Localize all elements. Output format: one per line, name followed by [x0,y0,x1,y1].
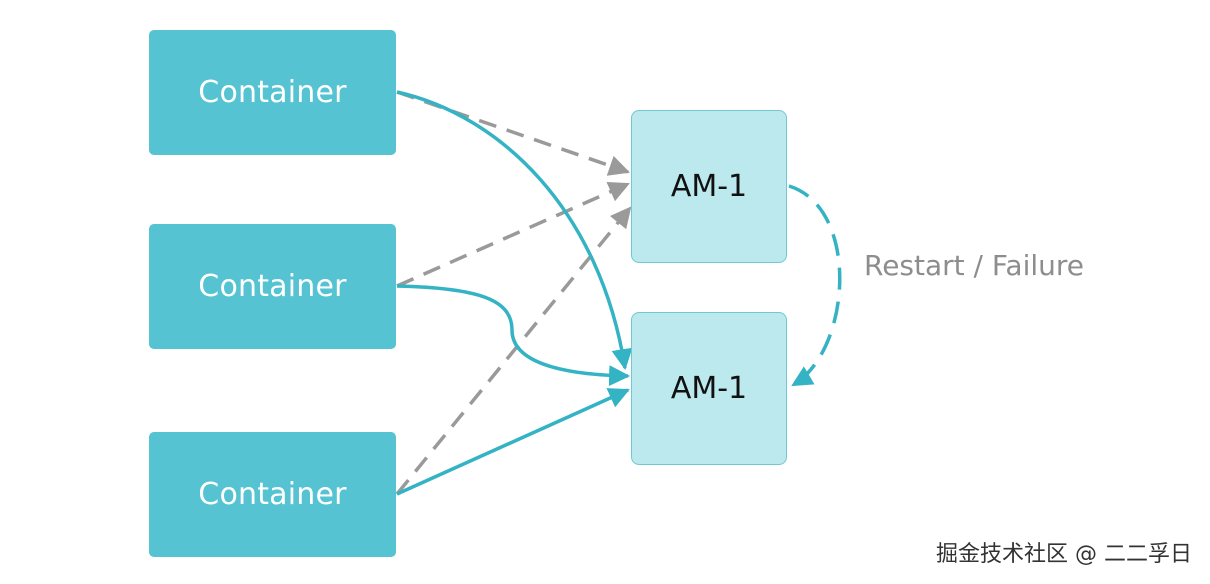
watermark-text: 掘金技术社区 @ 二二孚日 [936,542,1192,567]
am-label: AM-1 [670,371,748,406]
restart-failure-edge [788,184,842,387]
container-node-1: Container [149,30,396,155]
container-label: Container [198,75,347,110]
container-node-2: Container [149,224,396,349]
edge-container-3-to-am-2 [396,388,630,496]
container-label: Container [198,477,347,512]
am-label: AM-1 [670,169,748,204]
edge-container-2-to-am-1 [396,182,630,288]
am-node-1: AM-1 [631,110,787,263]
edge-container-3-to-am-1 [395,206,632,496]
restart-failure-label: Restart / Failure [864,249,1084,282]
edge-container-1-to-am-2 [396,90,633,371]
container-label: Container [198,269,347,304]
container-node-3: Container [149,432,396,557]
edge-container-2-to-am-2 [396,284,631,387]
am-node-2: AM-1 [631,312,787,465]
